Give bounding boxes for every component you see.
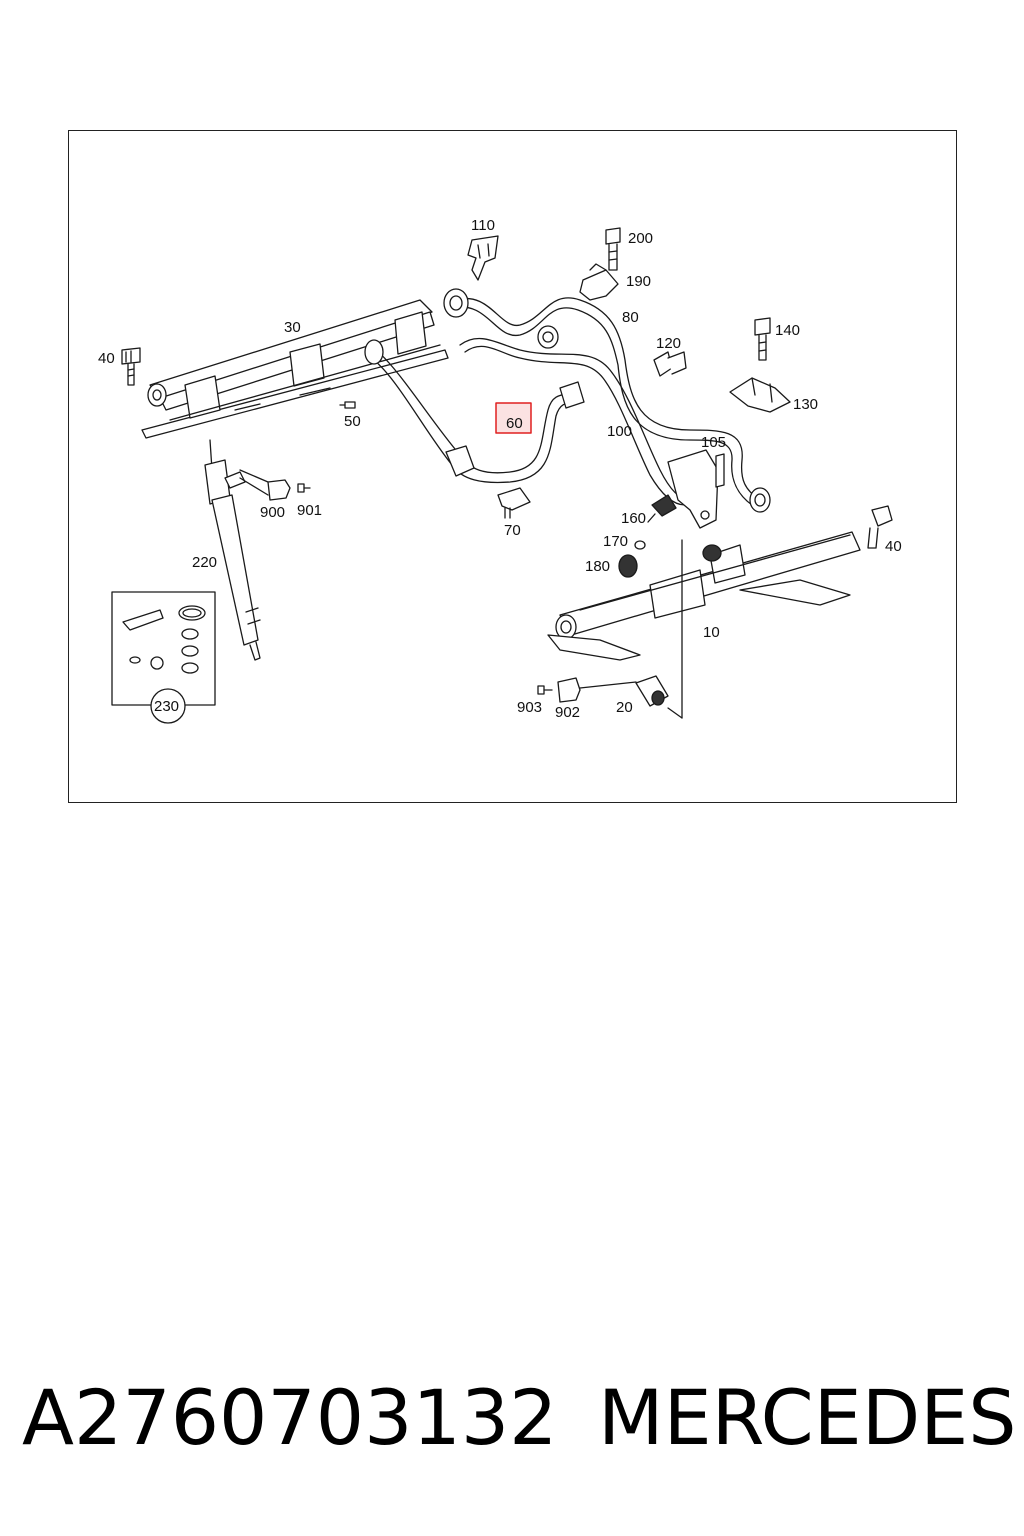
label-180: 180	[585, 558, 610, 575]
clip-190	[579, 263, 619, 301]
screw-901	[297, 483, 311, 493]
label-230: 230	[154, 698, 179, 715]
label-220: 220	[192, 554, 217, 571]
injector-220	[204, 439, 261, 661]
bolt-40-right	[867, 505, 893, 549]
washer-170	[634, 540, 646, 550]
bracket-105	[667, 449, 725, 529]
label-900: 900	[260, 504, 285, 521]
label-130: 130	[793, 396, 818, 413]
clip-120	[653, 351, 687, 377]
label-20: 20	[616, 699, 633, 716]
bolt-40-left	[121, 347, 141, 386]
fuel-rail-left	[141, 299, 449, 439]
seal-kit-230	[111, 591, 216, 724]
label-902: 902	[555, 704, 580, 721]
cap-180	[618, 554, 638, 578]
label-901: 901	[297, 502, 322, 519]
clip-900	[239, 469, 291, 501]
part-number: A2760703132	[22, 1373, 558, 1462]
pressure-valve-160	[647, 494, 677, 523]
label-50: 50	[344, 413, 361, 430]
clip-902	[557, 677, 581, 703]
caption: A2760703132 MERCEDES	[22, 1368, 1016, 1468]
label-903: 903	[517, 699, 542, 716]
label-10: 10	[703, 624, 720, 641]
label-110: 110	[471, 217, 495, 234]
bolt-140	[754, 317, 771, 361]
label-70: 70	[504, 522, 521, 539]
label-190: 190	[626, 273, 651, 290]
label-100: 100	[607, 423, 632, 440]
label-170: 170	[603, 533, 628, 550]
label-120: 120	[656, 335, 681, 352]
label-140: 140	[775, 322, 800, 339]
label-160: 160	[621, 510, 646, 527]
fuel-rail-right	[547, 531, 861, 661]
bracket-130	[729, 377, 791, 413]
clip-110	[467, 235, 499, 281]
label-60: 60	[506, 415, 523, 432]
label-30: 30	[284, 319, 301, 336]
bolt-200	[605, 227, 621, 271]
pin-50	[339, 401, 356, 409]
label-40-left: 40	[98, 350, 115, 367]
pressure-sensor-20	[579, 675, 669, 707]
clip-70	[497, 487, 531, 519]
label-80: 80	[622, 309, 639, 326]
brand-name: MERCEDES	[598, 1373, 1017, 1462]
label-105: 105	[701, 434, 726, 451]
highlight-box-60	[495, 402, 532, 434]
label-200: 200	[628, 230, 653, 247]
screw-903	[537, 685, 553, 695]
fuel-line-60	[364, 339, 585, 484]
reference-tick	[667, 707, 683, 719]
label-40-right: 40	[885, 538, 902, 555]
fuel-line-80-100	[443, 288, 771, 513]
